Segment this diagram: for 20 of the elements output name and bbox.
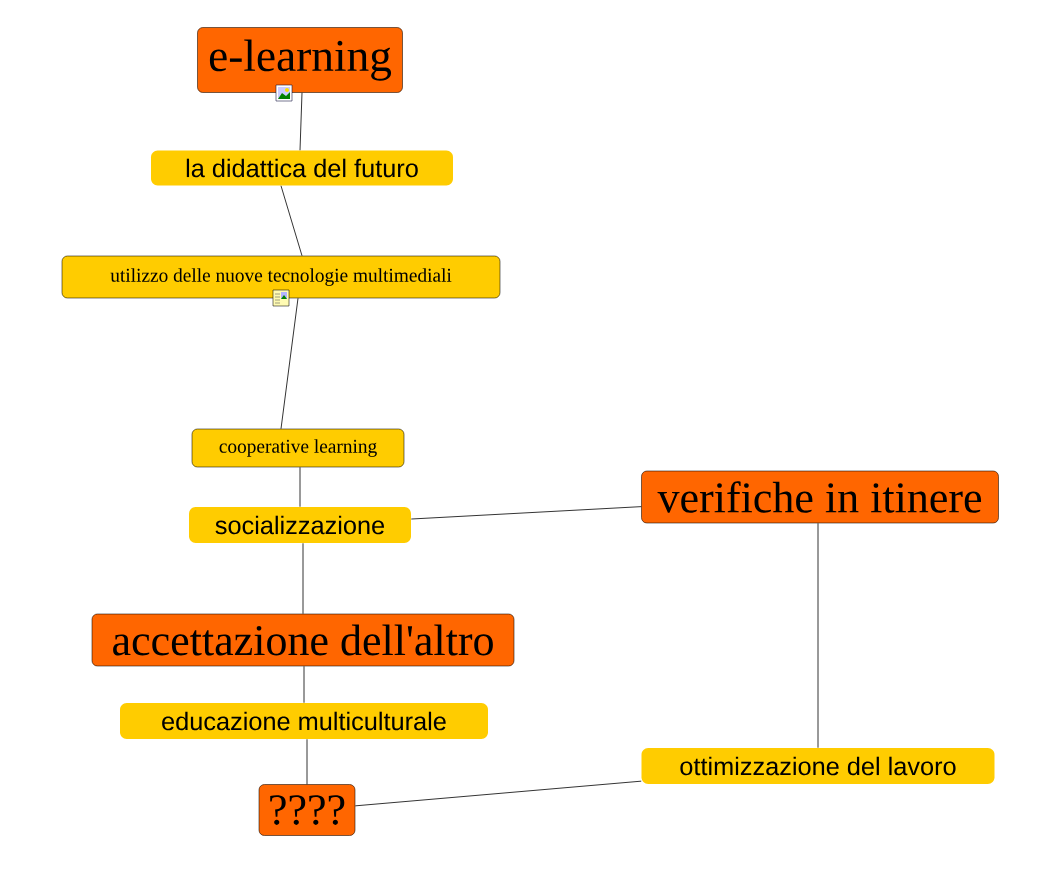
linking-phrase: la didattica del futuro (151, 150, 453, 186)
connector-line (302, 542, 304, 615)
linking-phrase: socializzazione (189, 507, 411, 543)
concept-box: accettazione dell'altro (91, 613, 515, 667)
connector-line (299, 466, 301, 508)
concept-box: ???? (258, 784, 356, 836)
connector-line (817, 522, 819, 749)
concept-box: cooperative learning (191, 428, 405, 468)
connector-line (280, 297, 299, 430)
connector-line (280, 185, 303, 257)
connector-line (410, 506, 642, 520)
linking-phrase: ottimizzazione del lavoro (641, 748, 995, 784)
connector-line (299, 92, 303, 151)
connector-line (303, 665, 305, 704)
connector-line (306, 738, 308, 785)
concept-box: utilizzo delle nuove tecnologie multimediali (61, 255, 501, 299)
concept-box: verifiche in itinere (641, 470, 999, 524)
linking-phrase: educazione multiculturale (120, 703, 488, 739)
connector-line (354, 780, 642, 807)
concept-box: e-learning (197, 27, 403, 93)
